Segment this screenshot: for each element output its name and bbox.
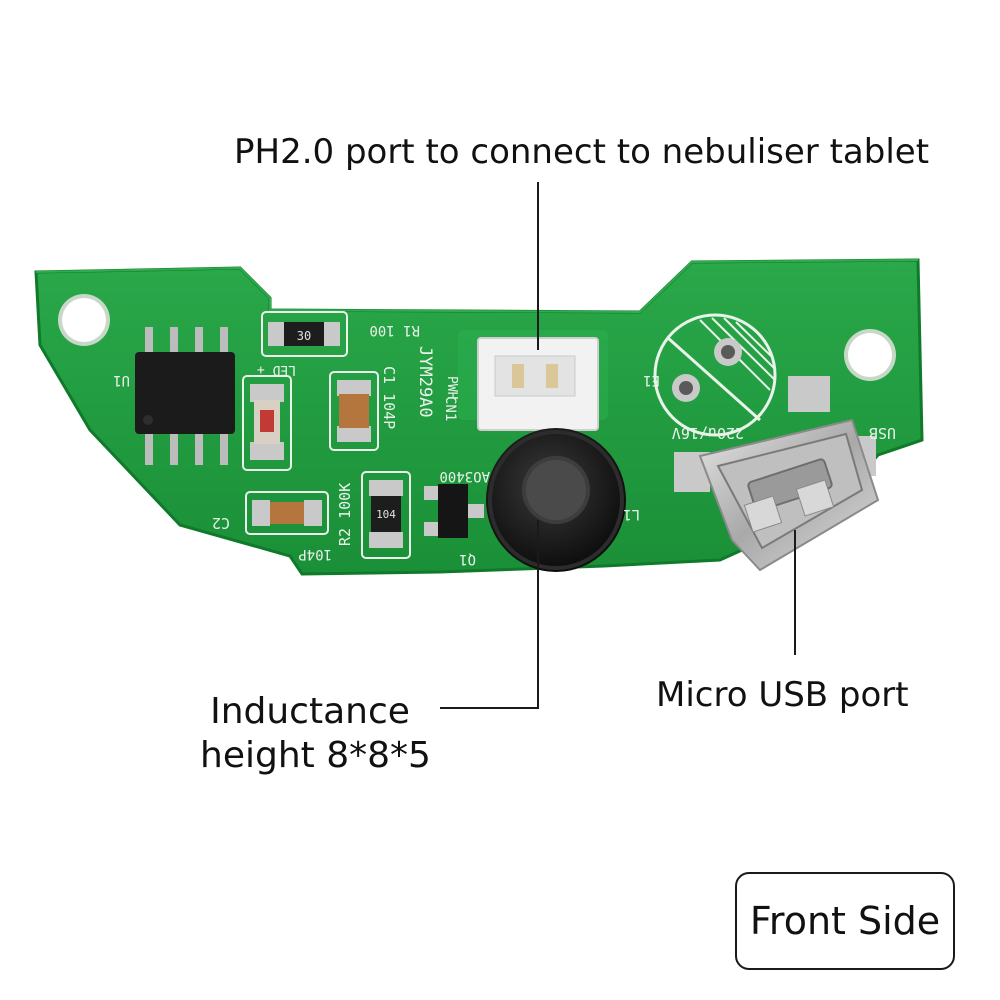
silk-r2: R2 100K (336, 483, 354, 546)
inductance-annotation: Inductance height 8*8*5 (200, 690, 431, 778)
e1-capacitor-footprint (653, 313, 777, 437)
silk-pwh: PWH (444, 376, 459, 399)
silk-c2-value: 104P (298, 546, 332, 562)
c2-capacitor (245, 491, 329, 535)
silk-mosfet: AO3400 (439, 468, 490, 484)
q1-mosfet (424, 484, 484, 538)
silk-c1: C1 104P (380, 366, 398, 429)
u1-chip (135, 327, 235, 465)
silk-cap-rating: 220u/16V (672, 424, 744, 442)
silk-q1: Q1 (459, 551, 476, 567)
silk-model: JYM29A0 (415, 346, 435, 418)
r2-value: 104 (376, 508, 396, 521)
front-side-badge: Front Side (735, 872, 955, 970)
micro-usb-annotation: Micro USB port (656, 675, 909, 715)
silk-l1: L1 (623, 506, 640, 522)
l1-inductor (486, 428, 626, 572)
silk-e1: E1 (643, 372, 660, 388)
silk-u1: U1 (113, 372, 130, 388)
c1-capacitor (329, 371, 379, 451)
micro-usb-port (674, 376, 880, 572)
silk-cn1: CN1 (442, 396, 458, 421)
r1-value: 30 (297, 329, 311, 343)
mounting-hole-left (58, 294, 110, 346)
inductance-annotation-line1: Inductance (210, 691, 410, 732)
r2-resistor: 104 (361, 471, 411, 559)
ph20-connector (458, 330, 608, 431)
ph20-port-annotation: PH2.0 port to connect to nebuliser table… (234, 132, 930, 172)
silk-c2: C2 (212, 514, 230, 532)
silk-led: LED + (257, 362, 296, 377)
mounting-hole-right (844, 329, 896, 381)
inductance-annotation-line2: height 8*8*5 (200, 735, 431, 776)
silk-usb: USB (869, 424, 896, 442)
silk-r1: R1 100 (369, 322, 420, 338)
leader-line-inductance (440, 520, 539, 709)
r1-resistor: 30 (261, 311, 348, 357)
led (242, 375, 292, 471)
